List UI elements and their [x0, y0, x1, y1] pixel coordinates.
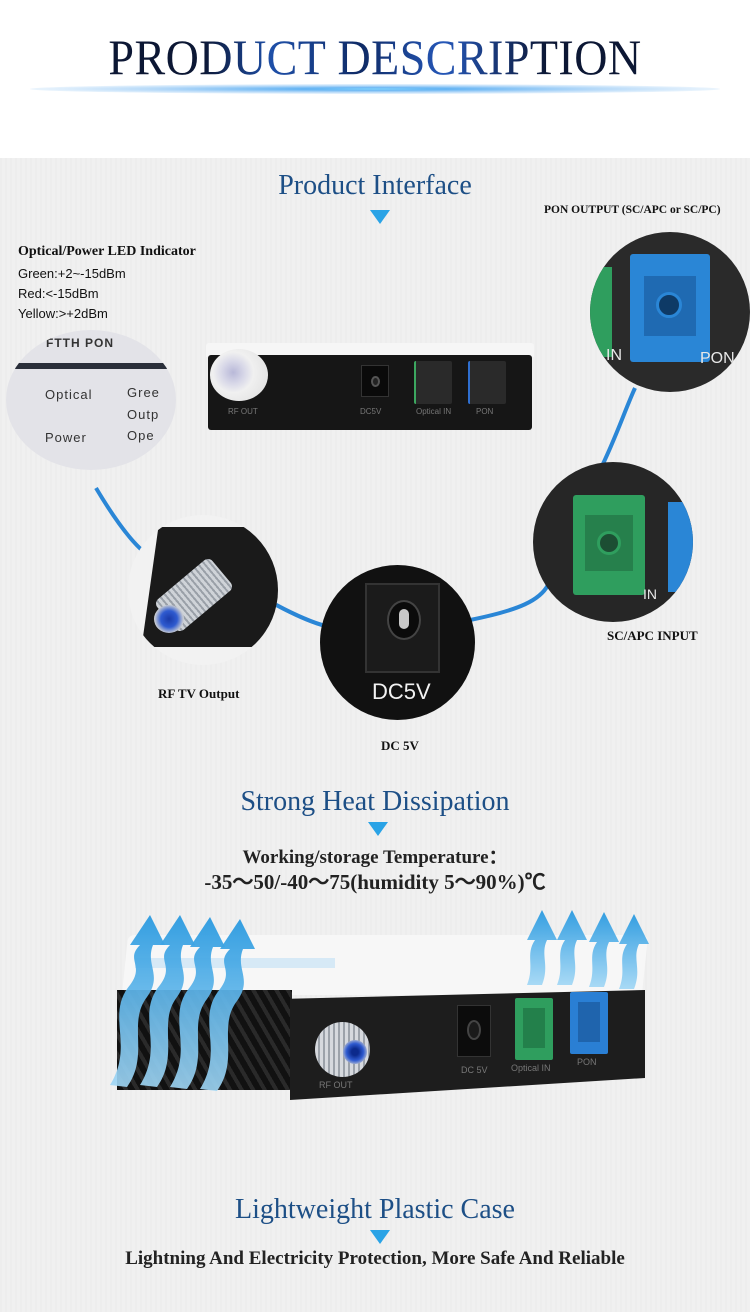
rf-connector [315, 1022, 370, 1077]
dc-jack [361, 365, 389, 397]
panel-col2-3: Ope [127, 428, 155, 443]
optical-in-port [515, 998, 553, 1060]
pon-blue-connector [630, 254, 710, 362]
panel-col2-1: Gree [127, 385, 160, 400]
led-panel-closeup: FTTH PON Optical Gree Outp Power Ope [6, 330, 176, 470]
pon-output-label: PON OUTPUT (SC/APC or SC/PC) [544, 204, 721, 216]
heat-port-label-rf: RF OUT [319, 1080, 353, 1090]
case-subtitle: Lightning And Electricity Protection, Mo… [125, 1248, 625, 1269]
port-label-optical: Optical IN [416, 407, 452, 416]
dc-jack-printed-label: DC5V [372, 679, 431, 704]
title-glow-divider [30, 84, 720, 94]
led-yellow-line: Yellow:>+2dBm [18, 306, 108, 321]
sc-apc-green-connector [573, 495, 645, 595]
led-green-line: Green:+2~-15dBm [18, 266, 126, 281]
port-label-rf: RF OUT [228, 407, 258, 416]
dc-jack-body [365, 583, 440, 673]
rf-tv-output-label: RF TV Output [158, 686, 240, 701]
led-indicator-heading: Optical/Power LED Indicator [18, 244, 196, 259]
heat-port-label-optical: Optical IN [511, 1063, 551, 1073]
rf-connector-cap [210, 349, 268, 401]
heat-port-label-dc: DC 5V [461, 1065, 488, 1075]
led-red-line: Red:<-15dBm [18, 286, 99, 301]
arrow-down-icon [370, 210, 390, 224]
sc-closeup-in-label: IN [643, 586, 657, 602]
panel-divider [6, 363, 176, 369]
adjacent-green-port [590, 267, 612, 357]
arrow-down-icon [370, 1230, 390, 1244]
port-label-pon: PON [476, 407, 494, 416]
temperature-heading: Working/storage Temperature： [242, 847, 508, 868]
section-title-product-interface: Product Interface [278, 170, 472, 201]
airflow-arrows-graphic [110, 910, 649, 1091]
optical-in-port [414, 361, 452, 404]
section-title-case: Lightweight Plastic Case [235, 1194, 515, 1225]
device-front-panel: RF OUT DC5V Optical IN PON [208, 349, 532, 430]
sc-apc-port-closeup: IN [533, 462, 693, 622]
panel-power-label: Power [45, 430, 87, 445]
pon-port [570, 992, 608, 1054]
panel-optical-label: Optical [45, 387, 93, 402]
dc-5v-label: DC 5V [381, 738, 419, 753]
pon-closeup-in-label: IN [606, 347, 622, 364]
heat-port-label-pon: PON [577, 1057, 597, 1067]
dc-jack-closeup: DC5V [320, 565, 475, 720]
panel-brand-text: FTTH PON [46, 336, 114, 350]
device-top-shell [206, 343, 534, 357]
pon-closeup-pon-label: PON [700, 350, 735, 367]
arrow-down-icon [368, 822, 388, 836]
port-label-dc: DC5V [360, 407, 382, 416]
panel-col2-2: Outp [127, 407, 160, 422]
rf-output-closeup [128, 515, 278, 665]
page-title: PRODUCT DESCRIPTION [30, 28, 720, 86]
section-title-heat: Strong Heat Dissipation [240, 786, 510, 817]
sc-apc-input-label: SC/APC INPUT [607, 628, 698, 643]
page-header: PRODUCT DESCRIPTION [0, 0, 750, 158]
adjacent-blue-port [668, 502, 693, 592]
pon-port-closeup: IN PON [590, 232, 750, 392]
rf-connector-center [154, 605, 184, 633]
pon-port [468, 361, 506, 404]
dc-jack [457, 1005, 491, 1057]
temperature-range: -35～50/-40～75(humidity 5～90%)℃ [204, 870, 546, 894]
